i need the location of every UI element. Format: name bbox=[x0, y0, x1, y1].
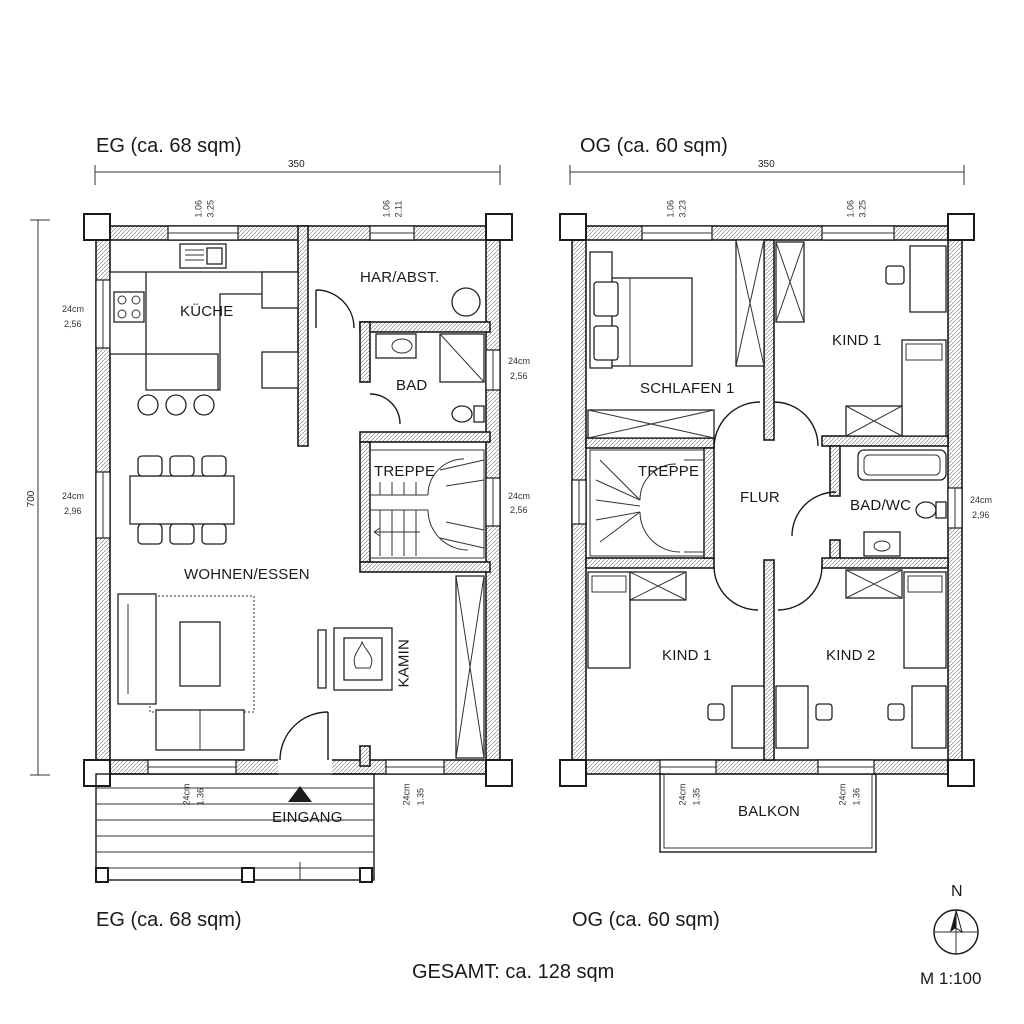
eg-window-right1-a: 24cm bbox=[508, 356, 531, 366]
og-stairs bbox=[589, 449, 705, 557]
room-label-eg-treppe: TREPPE bbox=[374, 463, 436, 480]
room-label-bad: BAD bbox=[396, 377, 428, 394]
eg-window-left1-b: 2,56 bbox=[64, 319, 82, 329]
scale-label: M 1:100 bbox=[920, 969, 982, 988]
og-window-top2-b: 3.25 bbox=[857, 199, 868, 218]
eg-doors bbox=[279, 289, 401, 761]
eg-window-bottom1-a: 24cm bbox=[181, 783, 192, 806]
og-window-top1-a: 1.06 bbox=[665, 199, 676, 218]
eg-window-bottom2-b: 1.35 bbox=[415, 787, 426, 806]
eg-bath-fixtures bbox=[375, 287, 485, 423]
eg-window-right2-a: 24cm bbox=[508, 491, 531, 501]
eg-window-bottom1-b: 1.36 bbox=[195, 787, 206, 806]
room-label-kind-2: KIND 2 bbox=[826, 647, 876, 664]
room-label-balkon: BALKON bbox=[738, 803, 801, 820]
og-window-bottom1-a: 24cm bbox=[677, 783, 688, 806]
room-label-flur: FLUR bbox=[740, 489, 780, 506]
eg-window-bottom2-a: 24cm bbox=[401, 783, 412, 806]
north-label: N bbox=[951, 883, 963, 900]
eg-deck bbox=[95, 773, 375, 883]
og-window-right1-a: 24cm bbox=[970, 495, 993, 505]
room-label-kamin: KAMIN bbox=[395, 638, 413, 688]
og-window-right1-b: 2,96 bbox=[972, 510, 990, 520]
og-title-bottom: OG (ca. 60 sqm) bbox=[572, 909, 720, 931]
total-area: GESAMT: ca. 128 sqm bbox=[412, 961, 615, 983]
og-width-dimension: 350 bbox=[758, 159, 775, 170]
og-balcony bbox=[659, 773, 877, 853]
og-walls bbox=[559, 213, 975, 787]
eg-stairs bbox=[369, 449, 485, 559]
og-bath-fixtures bbox=[857, 449, 947, 557]
eg-window-left1-a: 24cm bbox=[62, 304, 85, 314]
compass-icon bbox=[933, 909, 979, 955]
eg-walls bbox=[83, 213, 513, 787]
eg-title-top: EG (ca. 68 sqm) bbox=[96, 135, 242, 157]
eg-kitchen-furniture bbox=[109, 243, 299, 416]
room-label-schlafen-1: SCHLAFEN 1 bbox=[640, 380, 735, 397]
room-label-har-abst: HAR/ABST. bbox=[360, 269, 440, 286]
og-window-bottom1-b: 1.35 bbox=[691, 787, 702, 806]
room-label-og-treppe: TREPPE bbox=[638, 463, 700, 480]
eg-window-top2-b: 2.11 bbox=[393, 200, 404, 218]
og-window-top1-b: 3.23 bbox=[677, 199, 688, 218]
og-window-top2-a: 1.06 bbox=[845, 199, 856, 218]
room-label-kind-1-bottom: KIND 1 bbox=[662, 647, 712, 664]
eg-dimension-lines bbox=[30, 165, 501, 776]
eg-window-right1-b: 2,56 bbox=[510, 371, 528, 381]
room-label-kueche: KÜCHE bbox=[180, 303, 234, 320]
eg-title-bottom: EG (ca. 68 sqm) bbox=[96, 909, 242, 931]
room-label-kind-1-top: KIND 1 bbox=[832, 332, 882, 349]
og-window-bottom2-a: 24cm bbox=[837, 783, 848, 806]
eg-width-dimension: 350 bbox=[288, 159, 305, 170]
eg-window-top1-b: 3.25 bbox=[205, 199, 216, 218]
eg-height-dimension: 700 bbox=[26, 490, 37, 508]
og-bedroom-furniture bbox=[587, 239, 765, 439]
room-label-bad-wc: BAD/WC bbox=[850, 497, 912, 514]
eg-living-furniture bbox=[117, 455, 485, 759]
room-label-wohnen-essen: WOHNEN/ESSEN bbox=[184, 566, 310, 583]
og-dimension-lines bbox=[569, 165, 965, 185]
og-doors bbox=[713, 401, 837, 611]
eg-window-right2-b: 2,56 bbox=[510, 505, 528, 515]
og-kids-bottom-furniture bbox=[587, 569, 947, 749]
eg-window-left2-a: 24cm bbox=[62, 491, 85, 501]
eg-window-left2-b: 2,96 bbox=[64, 506, 82, 516]
entrance-label: EINGANG bbox=[272, 809, 343, 826]
og-kind1-top-furniture bbox=[775, 241, 947, 437]
eg-window-top2-a: 1.06 bbox=[381, 199, 392, 218]
eg-window-top1-a: 1.06 bbox=[193, 199, 204, 218]
og-window-bottom2-b: 1.36 bbox=[851, 787, 862, 806]
og-title-top: OG (ca. 60 sqm) bbox=[580, 135, 728, 157]
